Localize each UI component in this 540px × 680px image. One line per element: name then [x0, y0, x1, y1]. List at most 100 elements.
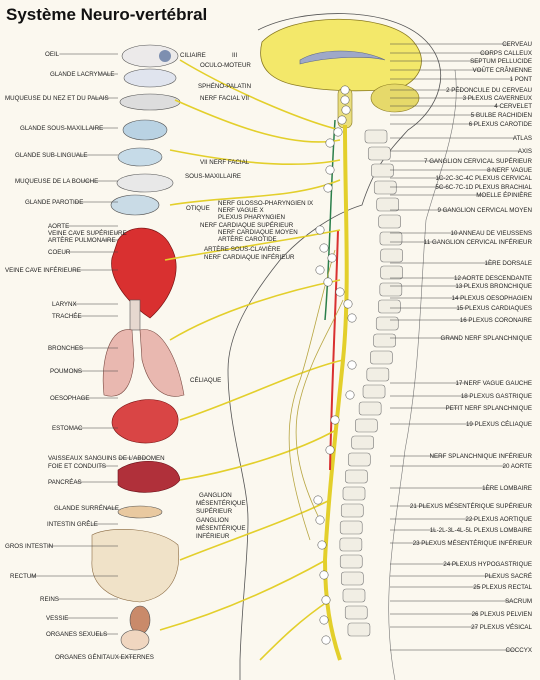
organ-label: BRONCHES	[48, 345, 83, 352]
anatomy-label: 20 AORTE	[503, 463, 532, 470]
organ-label: ESTOMAC	[52, 425, 83, 432]
vertebra	[380, 265, 403, 280]
body-outline	[227, 13, 441, 680]
organ-label: GLANDE SUB-LINGUALE	[15, 152, 88, 159]
plexus-number-marker	[315, 265, 325, 275]
diagram-title: Système Neuro-vertébral	[6, 5, 207, 24]
nerve-label: NERF FACIAL VII	[200, 95, 249, 102]
organ-label: GLANDE PAROTIDE	[25, 199, 83, 206]
anatomy-label: 19 PLEXUS CÉLIAQUE	[466, 421, 532, 428]
back-outline	[388, 69, 457, 680]
anatomy-label: CERVEAU	[502, 41, 532, 48]
mouth-mucosa	[116, 173, 174, 193]
vertebra	[364, 129, 388, 144]
nerve-label: ARTÈRE SOUS-CLAVIÈRE	[204, 246, 280, 253]
vertebra	[339, 520, 363, 535]
plexus-number-marker	[335, 287, 345, 297]
nerve-label: NERF CARDIAQUE INFÉRIEUR	[204, 254, 295, 261]
anatomy-label: VOÛTE CRÂNIENNE	[473, 67, 532, 74]
organ-label: GROS INTESTIN	[5, 543, 53, 550]
anatomy-label: 1 PONT	[510, 76, 533, 83]
anatomy-label: 1ÈRE DORSALE	[485, 260, 532, 267]
anatomy-label: CORPS CALLEUX	[480, 50, 532, 57]
anatomy-label: 1L-2L-3L-4L-5L PLEXUS LOMBAIRE	[430, 527, 532, 534]
vertebra	[355, 418, 378, 433]
organ-label: VEINE CAVE INFÉRIEURE	[5, 267, 81, 274]
plexus-number-marker	[319, 243, 329, 253]
plexus-number-marker	[325, 138, 335, 148]
vertebra	[379, 231, 403, 246]
plexus-numbers	[313, 85, 357, 645]
plexus-number-marker	[325, 445, 335, 455]
anatomy-label: 5 BULBE RACHIDIEN	[471, 112, 532, 119]
organ-label: AORTE	[48, 223, 69, 230]
heart	[111, 227, 177, 319]
nerve-label: III	[232, 52, 237, 59]
nerve-label: GANGLION	[199, 492, 232, 499]
nerve-label: NERF CARDIAQUE MOYEN	[218, 229, 298, 236]
vertebra	[339, 537, 363, 552]
sublingual-gland	[117, 147, 163, 167]
vertebra	[345, 469, 368, 484]
anatomy-label: GRAND NERF SPLANCHNIQUE	[441, 335, 532, 342]
anatomy-label: 23 PLEXUS MÉSENTÉRIQUE INFÉRIEUR	[413, 540, 533, 547]
anatomy-label: 3 PLEXUS CAVERNEUX	[463, 95, 532, 102]
organ-label: LARYNX	[52, 301, 77, 308]
anatomy-label: AXIS	[518, 148, 532, 155]
anatomy-label: 1ÈRE LOMBAIRE	[482, 485, 532, 492]
plexus-number-marker	[340, 95, 350, 105]
plexus-number-marker	[321, 595, 331, 605]
organ-label: ORGANES GÉNITAUX EXTERNES	[55, 654, 154, 661]
vertebra	[373, 333, 396, 348]
vertebra	[375, 316, 399, 331]
nerve-label: CÉLIAQUE	[190, 377, 221, 384]
anatomy-label: MOELLE ÉPINIÈRE	[476, 192, 532, 199]
anatomy-label: ATLAS	[513, 135, 532, 142]
nerve-label: ARTÈRE CAROTIDE	[218, 236, 277, 243]
anatomy-label: 2 PÉDONCULE DU CERVEAU	[446, 87, 532, 94]
vertebra	[373, 180, 397, 195]
anatomy-label: 25 PLEXUS RECTAL	[473, 584, 532, 591]
vertebra	[340, 503, 364, 518]
liver	[117, 460, 181, 493]
anatomy-label: 12 AORTE DESCENDANTE	[454, 275, 532, 282]
nasal-mucosa	[119, 93, 181, 111]
plexus-number-marker	[333, 127, 343, 137]
anatomy-label: 18 PLEXUS GASTRIQUE	[461, 393, 532, 400]
plexus-number-marker	[347, 313, 357, 323]
anatomy-label: 4 CERVELET	[494, 103, 532, 110]
organ-label: OEIL	[45, 51, 60, 58]
anatomy-label: 8 NERF VAGUE	[487, 167, 532, 174]
plexus-number-marker	[330, 415, 340, 425]
organ-label: COEUR	[48, 249, 71, 256]
organ-label: MUQUEUSE DU NEZ ET DU PALAIS	[5, 95, 109, 102]
nerve-label: SOUS-MAXILLAIRE	[185, 173, 241, 180]
anatomy-label: 17 NERF VAGUE GAUCHE	[455, 380, 532, 387]
plexus-number-marker	[341, 105, 351, 115]
vertebra	[379, 282, 403, 297]
nerve-label: MÉSENTÉRIQUE	[196, 525, 246, 532]
plexus-number-marker	[325, 165, 335, 175]
organ-label: VAISSEAUX SANGUINS DE L'ABDOMEN	[48, 455, 165, 462]
anatomy-label: SACRUM	[505, 598, 532, 605]
organ-label: PANCRÉAS	[48, 479, 82, 486]
anatomy-label: 14 PLEXUS OESOPHAGIEN	[452, 295, 532, 302]
organ-label: VEINE CAVE SUPÉRIEURE	[48, 230, 127, 237]
nerve-label: SUPÉRIEUR	[196, 508, 233, 515]
organ-label: MUQUEUSE DE LA BOUCHE	[15, 178, 98, 185]
vertebra	[376, 197, 400, 212]
lacrimal-gland	[123, 68, 177, 88]
nerve-label: OTIQUE	[186, 205, 210, 212]
vertebra	[358, 401, 382, 416]
vertebra	[371, 163, 394, 178]
bladder	[120, 629, 150, 651]
corpus-callosum	[299, 50, 386, 65]
vertebra	[340, 571, 364, 586]
anatomy-label: NERF SPLANCHNIQUE INFÉRIEUR	[430, 453, 533, 460]
plexus-number-marker	[327, 253, 337, 263]
nerve-label: OCULO-MOTEUR	[200, 62, 251, 69]
trachea	[129, 299, 141, 331]
lung-right	[139, 329, 185, 397]
lung-left	[102, 329, 135, 397]
anatomy-label: SEPTUM PELLUCIDE	[470, 58, 532, 65]
